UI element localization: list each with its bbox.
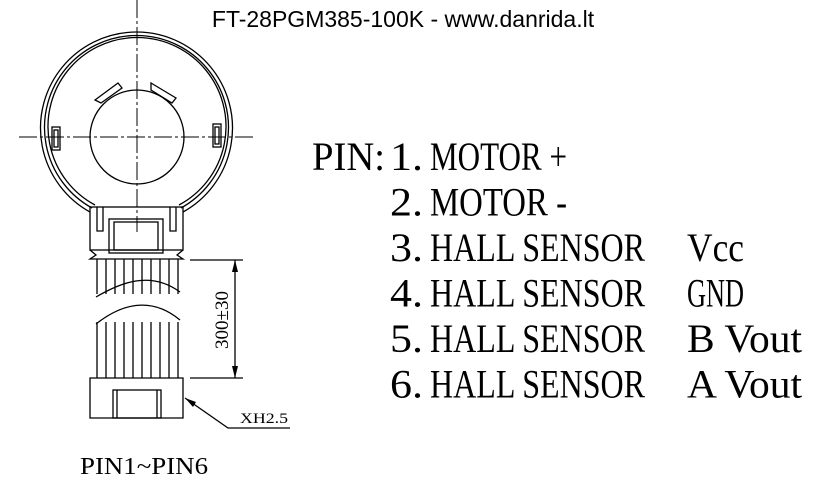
- length-dimension-label: 300±30: [212, 291, 233, 349]
- pin-range-label: PIN1~PIN6: [80, 454, 208, 480]
- pinout-prefix: PIN:: [312, 134, 385, 179]
- pin-number: 2.: [390, 180, 423, 225]
- pin-number: 4.: [390, 271, 423, 316]
- pin-number: 1.: [390, 134, 423, 179]
- pin-description: MOTOR -: [430, 180, 567, 225]
- vent-left: [93, 82, 123, 104]
- motor-top-view: [19, 0, 254, 232]
- pin-description: HALL SENSOR: [430, 362, 645, 407]
- drawing-title: FT-28PGM385-100K - www.danrida.lt: [212, 6, 595, 32]
- pin-signal: A Vout: [687, 362, 802, 407]
- pin-number: 6.: [390, 362, 423, 407]
- length-dimension: 300±30: [190, 259, 243, 379]
- pin-signal: Vcc: [687, 225, 744, 270]
- pin-description: HALL SENSOR: [430, 316, 645, 361]
- connector-type-label: XH2.5: [240, 411, 288, 427]
- connector-leader: XH2.5: [184, 397, 290, 429]
- xh-connector: [89, 377, 184, 419]
- pin-signal: B Vout: [687, 316, 802, 361]
- pin-description: HALL SENSOR: [430, 225, 645, 270]
- vent-right: [150, 81, 177, 104]
- ribbon-cable: [96, 259, 179, 378]
- pin-number: 5.: [390, 316, 423, 361]
- pin-description: MOTOR +: [430, 134, 567, 179]
- pin-description: HALL SENSOR: [430, 271, 645, 316]
- pin-signal: GND: [687, 271, 744, 316]
- pin-number: 3.: [390, 225, 423, 270]
- motor-connector: [87, 206, 186, 260]
